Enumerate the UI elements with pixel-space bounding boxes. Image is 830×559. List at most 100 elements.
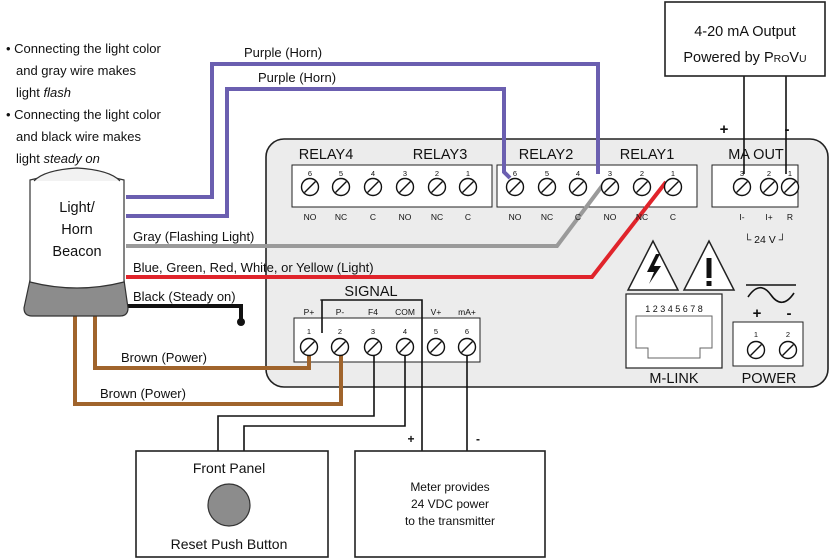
relay-terminal-screw [568, 177, 588, 197]
light-color-wire [126, 180, 668, 279]
brown-wire-label-1: Brown (Power) [121, 350, 207, 365]
relay-terminal-screw [427, 177, 447, 197]
relay-terminal-label: NO [399, 212, 412, 222]
transmitter-plus-wire [321, 299, 423, 451]
signal-terminal-label: COM [395, 307, 415, 317]
note-1-line-2: and gray wire makes [16, 63, 136, 78]
relay-terminal-screw [600, 177, 620, 197]
front-panel-label: Front Panel [193, 460, 265, 476]
relay1-label: RELAY1 [620, 147, 675, 163]
gray-wire [126, 180, 607, 248]
ma-out-terminal-number: 1 [788, 169, 792, 178]
relay-terminal-label: C [670, 212, 676, 222]
signal-terminal-number: 1 [307, 327, 311, 336]
relay-terminal-label: C [370, 212, 376, 222]
signal-terminal-screw [395, 337, 415, 357]
brown-wire-inner [93, 316, 311, 370]
ma-output-box [664, 1, 826, 77]
relay-terminal-number: 1 [466, 169, 470, 178]
gray-wire-label: Gray (Flashing Light) [133, 229, 254, 244]
ma-out-terminal-screw [780, 177, 800, 197]
transmitter-plus: + [407, 432, 414, 446]
note-1-line-1: • Connecting the light color [6, 41, 162, 56]
relay2-label: RELAY2 [519, 147, 574, 163]
ma-out-terminal-screw [732, 177, 752, 197]
power-minus: - [787, 305, 792, 322]
purple-wire-outer [126, 62, 600, 199]
power-label: POWER [742, 371, 797, 387]
transmitter-line-3: to the transmitter [405, 514, 495, 528]
ma-out-label: MA OUT [728, 147, 784, 163]
transmitter-line-2: 24 VDC power [411, 497, 489, 511]
purple-wire-label-2: Purple (Horn) [258, 70, 336, 85]
signal-terminal-screw [299, 337, 319, 357]
terminal-labels: 6NO5NC4C3NO2NC1C6NO5NC4C3NO2NC1C3I-2I+1R… [304, 169, 793, 339]
ma-out-terminal-screw [759, 177, 779, 197]
reset-button-label: Reset Push Button [171, 536, 288, 552]
relay-terminal-screw [395, 177, 415, 197]
reset-push-button [207, 483, 251, 527]
relay-terminal-number: 5 [545, 169, 549, 178]
ac-power-icon [746, 284, 796, 304]
power-terminal-screw [778, 340, 798, 360]
signal-terminal-label: mA+ [458, 307, 476, 317]
relay-terminal-number: 6 [308, 169, 312, 178]
relay-terminal-label: C [465, 212, 471, 222]
power-terminal-number: 1 [754, 330, 758, 339]
reset-wire-1 [217, 348, 375, 451]
beacon-label-line-1: Light/ [59, 200, 95, 216]
output-box-line-1: 4-20 mA Output [694, 24, 796, 40]
signal-terminal-screw [426, 337, 446, 357]
ma-out-terminal-number: 3 [740, 169, 744, 178]
relay-terminal-screw [331, 177, 351, 197]
note-1-line-3: light flash [16, 85, 71, 100]
transmitter-minus: - [476, 432, 480, 446]
relay-terminal-label: NC [636, 212, 648, 222]
power-terminal-number: 2 [786, 330, 790, 339]
ma-out-minus: - [785, 121, 790, 138]
light-horn-beacon [23, 167, 129, 317]
high-voltage-warning-icon [626, 239, 680, 291]
ma-out-terminal-label: I- [739, 212, 744, 222]
black-wire [126, 304, 243, 320]
relay-terminal-label: NC [541, 212, 553, 222]
relay-terminal-screw [363, 177, 383, 197]
relay3-label: RELAY3 [413, 147, 468, 163]
relay4-label: RELAY4 [299, 147, 354, 163]
mlink-connector [625, 293, 723, 369]
relay-block-4-3 [291, 164, 493, 208]
light-color-wire-label: Blue, Green, Red, White, or Yellow (Ligh… [133, 260, 374, 275]
ma-out-terminal-label: R [787, 212, 793, 222]
relay-terminal-number: 2 [435, 169, 439, 178]
signal-terminal-screw [330, 337, 350, 357]
relay-terminal-screw [458, 177, 478, 197]
relay-terminal-screw [300, 177, 320, 197]
ma-out-terminal-label: I+ [765, 212, 772, 222]
brown-wire-label-2: Brown (Power) [100, 386, 186, 401]
relay-terminal-screw [537, 177, 557, 197]
relay-terminal-label: NC [431, 212, 443, 222]
signal-terminal-label: P+ [304, 307, 315, 317]
relay-terminal-number: 5 [339, 169, 343, 178]
ma-out-terminal-number: 2 [767, 169, 771, 178]
mlink-label: M-LINK [649, 371, 698, 387]
relay-terminal-screw [632, 177, 652, 197]
24v-label: └ 24 V ┘ [744, 233, 786, 246]
reset-wire-2 [243, 348, 406, 451]
ma-out-plus: + [720, 121, 729, 138]
power-plus: + [753, 305, 762, 322]
note-2-line-1: • Connecting the light color [6, 107, 162, 122]
signal-block [293, 317, 481, 363]
relay-terminal-label: NO [509, 212, 522, 222]
black-wire-end [237, 318, 245, 326]
signal-terminal-screw [363, 337, 383, 357]
signal-terminal-screw [457, 337, 477, 357]
signal-terminal-label: F4 [368, 307, 378, 317]
mlink-socket [635, 315, 713, 359]
relay-terminal-number: 4 [371, 169, 375, 178]
signal-terminal-number: 4 [403, 327, 407, 336]
relay-terminal-number: 6 [513, 169, 517, 178]
relay-terminal-label: NO [604, 212, 617, 222]
notes: • Connecting the light color and gray wi… [6, 41, 162, 166]
